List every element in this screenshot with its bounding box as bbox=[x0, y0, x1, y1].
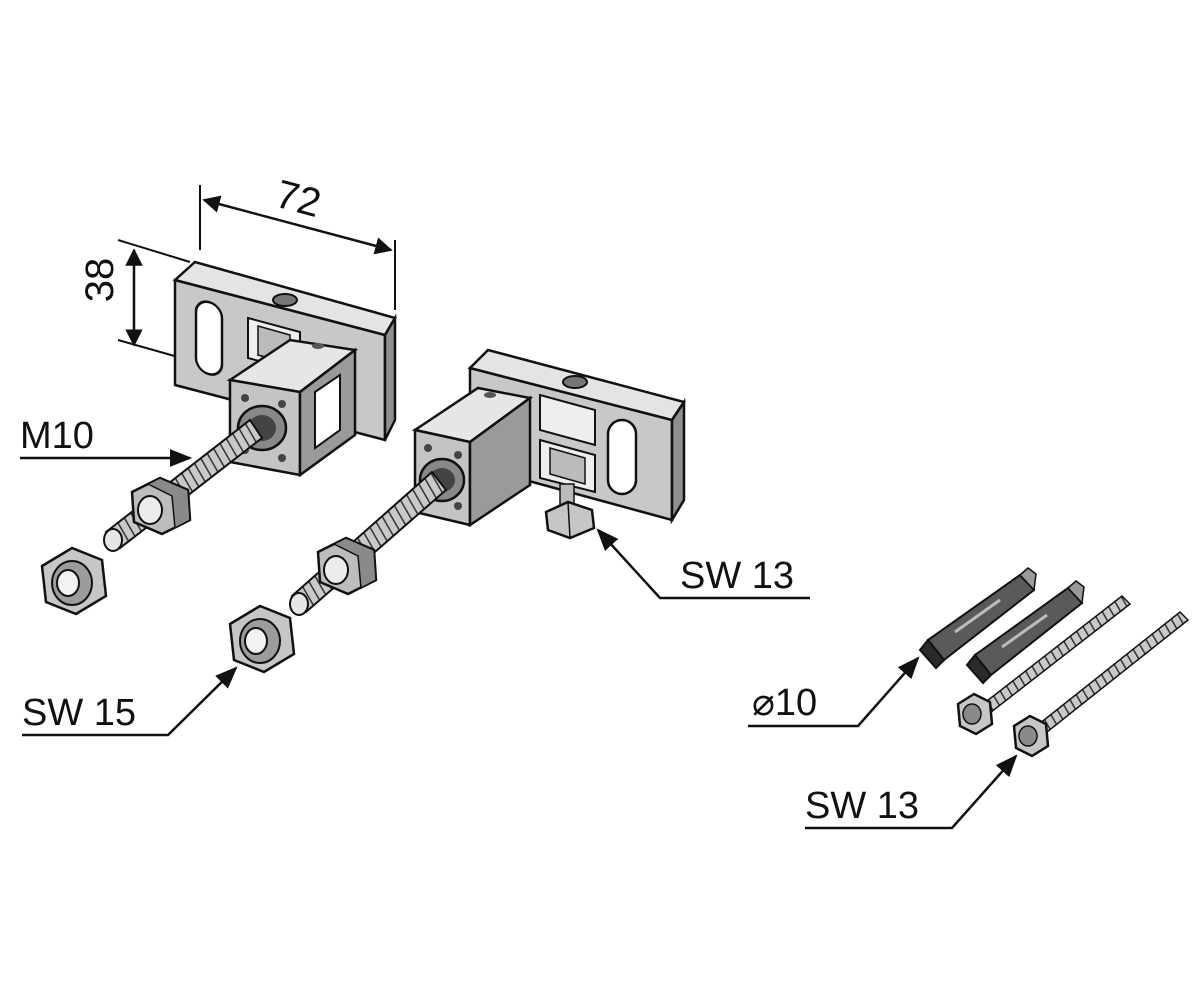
threaded-rod-icon bbox=[289, 470, 448, 616]
adjuster-block-icon bbox=[226, 338, 359, 478]
label-nut-small: SW 13 bbox=[596, 528, 810, 600]
hex-nut-icon bbox=[130, 476, 192, 536]
wall-plug-icon bbox=[965, 580, 1085, 685]
hex-nut-icon bbox=[544, 483, 596, 540]
label-nut-small-text: SW 13 bbox=[680, 555, 794, 597]
label-dowel: ⌀10 bbox=[748, 656, 920, 728]
dimension-height-label: 38 bbox=[78, 258, 122, 303]
screw-icon bbox=[1012, 610, 1190, 758]
threaded-rod-icon bbox=[103, 418, 264, 552]
label-dowel-text: ⌀10 bbox=[752, 682, 817, 724]
hex-nut-icon bbox=[228, 604, 296, 674]
dimension-width-label: 72 bbox=[271, 172, 325, 226]
dimension-height: 38 bbox=[78, 239, 191, 358]
label-nut-large-text: SW 15 bbox=[22, 692, 136, 734]
label-thread-text: M10 bbox=[20, 415, 94, 457]
label-screw-head: SW 13 bbox=[805, 754, 1018, 830]
label-thread: M10 bbox=[20, 415, 193, 467]
label-screw-head-text: SW 13 bbox=[805, 785, 919, 827]
label-nut-large: SW 15 bbox=[22, 666, 238, 737]
screw-icon bbox=[956, 595, 1132, 736]
hex-nut-icon bbox=[40, 546, 108, 616]
hex-nut-icon bbox=[316, 536, 378, 596]
wall-plug-icon bbox=[918, 567, 1037, 670]
adjuster-block-icon bbox=[411, 386, 534, 528]
